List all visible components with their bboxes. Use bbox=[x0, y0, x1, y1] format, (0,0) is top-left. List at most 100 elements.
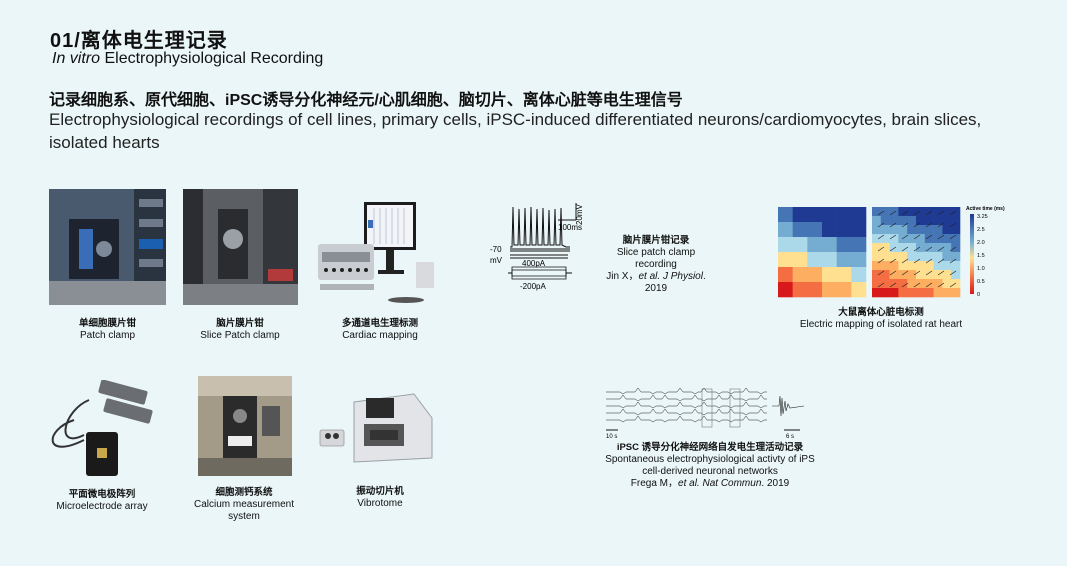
caption-cn: 脑片膜片钳记录 bbox=[622, 235, 690, 246]
vector-arrow bbox=[877, 270, 885, 276]
colorbar-tick-label: 2.5 bbox=[977, 227, 985, 233]
raster-trace bbox=[606, 387, 767, 395]
vector-arrow bbox=[913, 258, 921, 264]
vector-arrow bbox=[901, 222, 909, 228]
heatmap-cell bbox=[951, 288, 961, 298]
heatmap-cell bbox=[933, 207, 943, 217]
heatmap-cell bbox=[822, 252, 837, 268]
heatmap-cell bbox=[924, 207, 934, 217]
heatmap-cell bbox=[898, 288, 908, 298]
heatmap-cell bbox=[942, 243, 952, 253]
page-subtitle: In vitro Electrophysiological Recording bbox=[52, 50, 323, 68]
heatmap-cell bbox=[807, 222, 823, 238]
page-title: 01/离体电生理记录 bbox=[50, 30, 228, 52]
heatmap-cell bbox=[889, 243, 899, 253]
heatmap-cell bbox=[807, 267, 823, 283]
current-pos-label: 400pA bbox=[522, 259, 546, 268]
heatmap-cell bbox=[880, 261, 890, 271]
heatmap-cell bbox=[933, 288, 943, 298]
heatmap-cell bbox=[778, 267, 793, 283]
heatmap-cell bbox=[898, 261, 908, 271]
vector-arrow bbox=[925, 234, 933, 240]
vector-arrow bbox=[949, 258, 957, 264]
caption-cn: 多通道电生理标测 bbox=[341, 318, 418, 329]
heatmap-cell bbox=[907, 261, 917, 271]
vector-arrow bbox=[937, 246, 945, 252]
heatmap-cell bbox=[924, 261, 934, 271]
heatmap-cell bbox=[889, 252, 899, 262]
vector-arrow bbox=[913, 210, 921, 216]
heatmap-cell bbox=[916, 288, 926, 298]
vector-arrow bbox=[889, 222, 897, 228]
heatmap-cell bbox=[872, 252, 882, 262]
heatmap-cell bbox=[851, 252, 867, 268]
vector-arrow bbox=[877, 246, 885, 252]
heatmap-cell bbox=[872, 234, 882, 244]
caption-en-2: cell-derived neuronal networks bbox=[642, 466, 778, 477]
heatmap-cell bbox=[907, 234, 917, 244]
colorbar-tick-label: 0.5 bbox=[977, 279, 985, 285]
vector-arrow bbox=[949, 246, 957, 252]
vector-arrow bbox=[901, 270, 909, 276]
caption-en: Microelectrode array bbox=[56, 501, 148, 512]
heatmap-cell bbox=[851, 282, 867, 298]
caption-en: Slice Patch clamp bbox=[200, 330, 280, 341]
heatmap-cell bbox=[872, 279, 882, 289]
vector-arrow bbox=[949, 270, 957, 276]
heatmap-cell bbox=[872, 270, 882, 280]
heatmap-cell bbox=[889, 234, 899, 244]
heatmap-cell bbox=[822, 222, 837, 238]
vibrotome-caption: 振动切片机 Vibrotome bbox=[322, 486, 438, 510]
vector-arrow bbox=[877, 234, 885, 240]
vector-arrow bbox=[889, 282, 897, 288]
colorbar-tick-label: 0 bbox=[977, 292, 980, 298]
caption-cn: 脑片膜片钳 bbox=[216, 318, 264, 329]
cite-journal: et al. J Physiol bbox=[638, 271, 703, 282]
heatmap-cell bbox=[872, 207, 882, 217]
colorbar bbox=[970, 214, 974, 294]
slice-patch-clamp-photo bbox=[183, 189, 298, 305]
heatmap-cell bbox=[851, 267, 867, 283]
vector-arrow bbox=[913, 270, 921, 276]
heatmap-cell bbox=[951, 234, 961, 244]
current-neg-label: -200pA bbox=[520, 282, 546, 291]
raster-trace bbox=[606, 415, 767, 423]
heatmap-cell bbox=[778, 207, 793, 223]
heatmap-cell bbox=[916, 207, 926, 217]
vector-arrow bbox=[925, 270, 933, 276]
heatmap-cell bbox=[942, 261, 952, 271]
colorbar-title: Active time (ms) bbox=[966, 206, 1005, 212]
heatmap-cell bbox=[880, 279, 890, 289]
vector-arrow bbox=[937, 234, 945, 240]
heatmap-cell bbox=[907, 252, 917, 262]
heatmap-cell bbox=[872, 243, 882, 253]
caption-en: Electric mapping of isolated rat heart bbox=[799, 319, 963, 330]
voltage-unit-label: mV bbox=[490, 256, 503, 265]
microelectrode-array-photo bbox=[44, 379, 156, 478]
heatmap-cell bbox=[889, 288, 899, 298]
cite-year: . 2019 bbox=[644, 271, 706, 294]
heatmap-cell bbox=[951, 216, 961, 226]
vector-arrow bbox=[937, 258, 945, 264]
heatmap-cell bbox=[836, 237, 852, 253]
heatmap-cell bbox=[807, 252, 823, 268]
heatmap-cell bbox=[924, 270, 934, 280]
ipsc-caption: iPSC 诱导分化神经网络自发电生理活动记录 Spontaneous elect… bbox=[596, 442, 824, 490]
heatmap-cell bbox=[924, 288, 934, 298]
heatmap-cell bbox=[880, 207, 890, 217]
vector-arrow bbox=[877, 210, 885, 216]
vector-arrow bbox=[925, 246, 933, 252]
heatmap-cell bbox=[898, 252, 908, 262]
heatmap-cell bbox=[792, 267, 808, 283]
caption-en: Cardiac mapping bbox=[342, 330, 418, 341]
heatmap-cell bbox=[792, 282, 808, 298]
heatmap-cell bbox=[951, 270, 961, 280]
caption-citation: Frega M，et al. Nat Commun. 2019 bbox=[596, 478, 824, 490]
heart-mapping-caption: 大鼠离体心脏电标测 Electric mapping of isolated r… bbox=[778, 307, 984, 331]
slice-trace-figure: 20mV 100ms -70 mV 400pA -200pA bbox=[488, 195, 593, 295]
heatmap-cell bbox=[836, 282, 852, 298]
vector-arrow bbox=[889, 270, 897, 276]
caption-cn: 单细胞膜片钳 bbox=[78, 318, 136, 329]
heatmap-cell bbox=[898, 243, 908, 253]
